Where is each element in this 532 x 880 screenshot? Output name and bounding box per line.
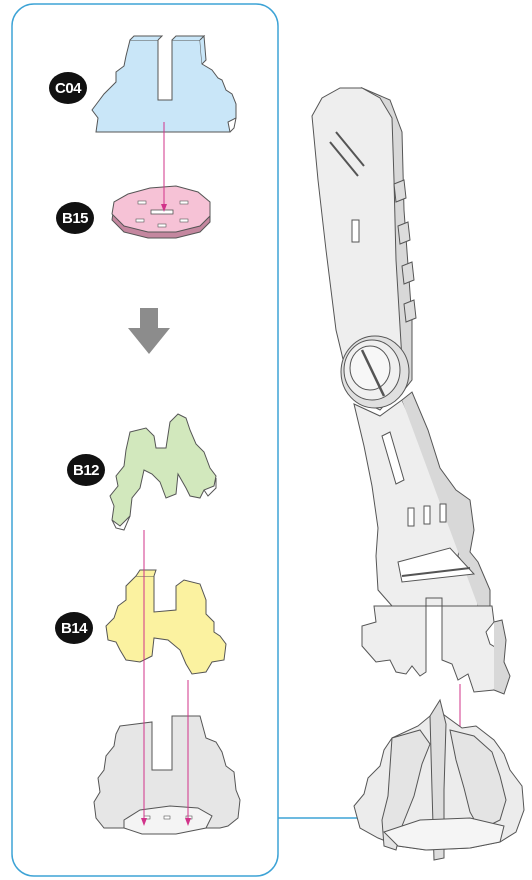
stand-assembly (354, 700, 524, 860)
badge-b12: B12 (67, 454, 105, 486)
down-arrow-icon (128, 308, 170, 354)
badge-b15: B15 (56, 202, 94, 234)
part-b12 (110, 414, 216, 530)
svg-text:C04: C04 (55, 80, 82, 97)
badge-c04: C04 (49, 72, 87, 104)
svg-text:B12: B12 (73, 462, 99, 479)
svg-text:B15: B15 (62, 210, 88, 227)
part-b14 (106, 570, 226, 674)
badge-b14: B14 (55, 612, 93, 644)
part-base-assembly (94, 716, 240, 834)
part-c04 (92, 36, 236, 132)
part-b15 (112, 186, 210, 238)
lever-assembly (312, 88, 510, 694)
svg-text:B14: B14 (61, 620, 88, 637)
